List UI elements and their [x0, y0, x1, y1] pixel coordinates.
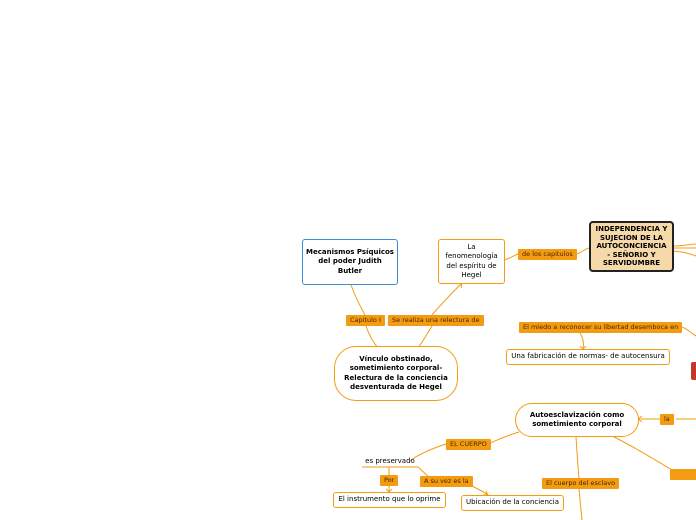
autoesclavizacion-text: Autoesclavización como sometimiento corp…	[529, 410, 625, 428]
link-capitulos-main	[575, 247, 591, 255]
autoesclavizacion-node[interactable]: Autoesclavización como sometimiento corp…	[515, 403, 639, 437]
label-por[interactable]: Por	[380, 475, 399, 486]
autocensura-text: Una fabricación de normas- de autocensur…	[511, 352, 665, 361]
vinculo-text: Vínculo obstinado, sometimiento corporal…	[344, 355, 448, 391]
link-miedo-right	[681, 326, 696, 337]
label-el-escla[interactable]	[670, 469, 696, 480]
vinculo-node[interactable]: Vínculo obstinado, sometimiento corporal…	[334, 346, 458, 401]
link-relectura-hegel	[431, 282, 463, 316]
link-auto-elescla	[611, 435, 673, 471]
link-vinculo-relectura	[417, 325, 433, 349]
label-el-cuerpo[interactable]: EL CUERPO	[446, 439, 491, 450]
link-auto-cuerpoesclavo	[575, 436, 580, 479]
label-la[interactable]: la	[660, 414, 674, 425]
ubicacion-node[interactable]: Ubicación de la conciencia	[461, 495, 564, 511]
label-miedo[interactable]: El miedo a reconocer su libertad desembo…	[519, 322, 683, 333]
link-main-right-3	[672, 250, 696, 257]
label-capitulo-1[interactable]: Capitulo I	[346, 315, 385, 326]
link-preservado-suvez	[417, 466, 429, 477]
label-cuerpo-esclavo[interactable]: El cuerpo del esclavo	[542, 478, 620, 489]
es-preservado-node[interactable]: es preservado	[362, 456, 418, 467]
instrumento-text: El instrumento que lo oprime	[338, 495, 441, 504]
link-cuerpoesclavo-down	[578, 488, 583, 520]
main-topic-text: INDEPENDENCIA Y SUJECION DE LA AUTOCONCI…	[595, 225, 668, 268]
link-auto-elcuerpo	[489, 431, 520, 444]
label-relectura[interactable]: Se realiza una relectura de	[388, 315, 484, 326]
main-topic-node[interactable]: INDEPENDENCIA Y SUJECION DE LA AUTOCONCI…	[589, 221, 674, 272]
link-main-right-1	[672, 243, 696, 247]
link-hegel-capitulos	[503, 253, 519, 261]
es-preservado-text: es preservado	[365, 456, 415, 465]
label-capitulos[interactable]: de los capitulos	[518, 249, 577, 260]
link-elcuerpo-preservado	[409, 443, 447, 462]
link-suvez-ubicacion	[471, 485, 489, 496]
butler-node[interactable]: Mecanismos Psíquicos del poder Judith Bu…	[302, 239, 398, 285]
hegel-text: La fenomenología del espíritu de Hegel	[445, 243, 498, 279]
link-butler-capitulo	[350, 284, 366, 316]
offscreen-node-edge[interactable]	[691, 362, 696, 380]
instrumento-node[interactable]: El instrumento que lo oprime	[333, 492, 446, 508]
ubicacion-text: Ubicación de la conciencia	[465, 498, 559, 507]
autocensura-node[interactable]: Una fabricación de normas- de autocensur…	[506, 349, 670, 365]
link-capitulo-vinculo	[365, 325, 379, 349]
butler-text: Mecanismos Psíquicos del poder Judith Bu…	[306, 248, 394, 275]
link-miedo-autocensura	[579, 332, 585, 350]
hegel-node[interactable]: La fenomenología del espíritu de Hegel	[438, 239, 505, 284]
label-su-vez[interactable]: A su vez es la	[420, 476, 473, 487]
